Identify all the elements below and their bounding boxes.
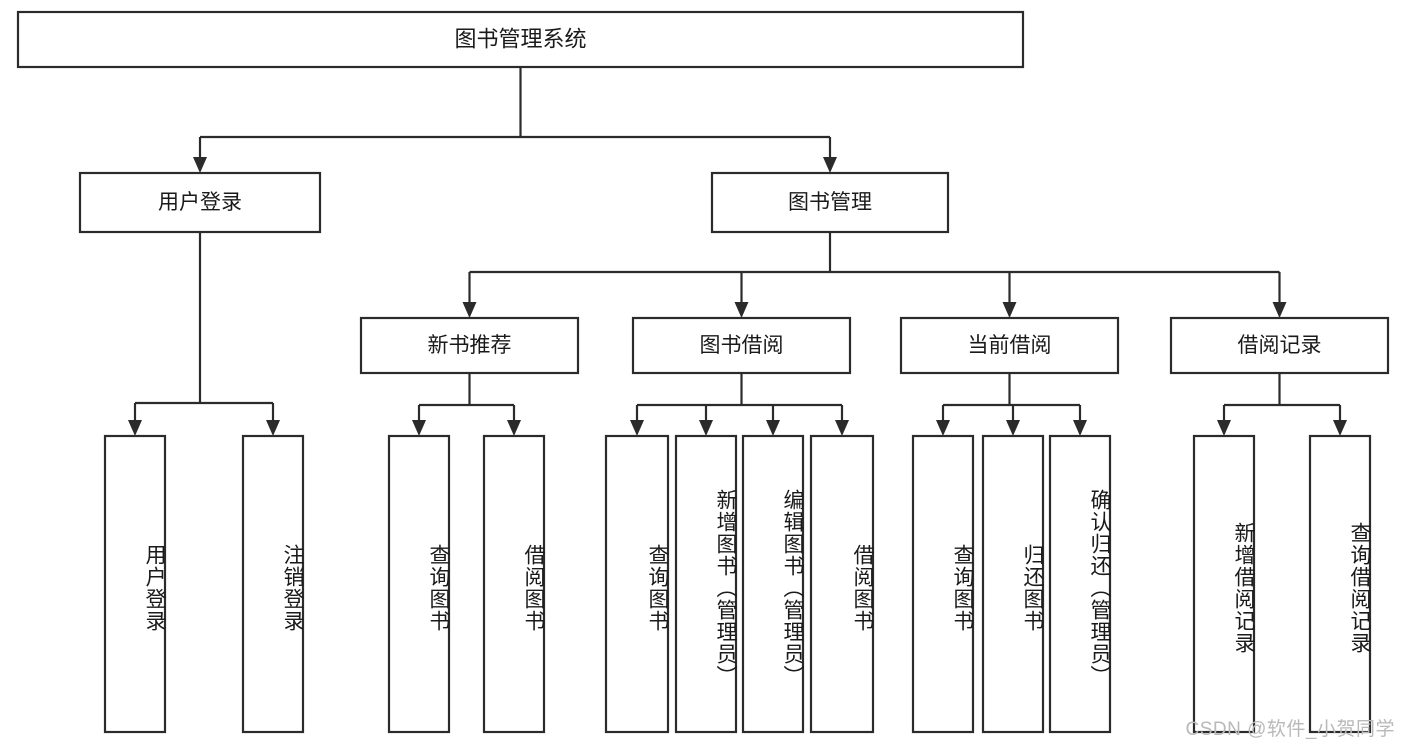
arrow-head-icon xyxy=(266,420,280,436)
arrow-head-icon xyxy=(766,420,780,436)
level2-box[interactable] xyxy=(1169,316,1390,375)
leaf-box[interactable] xyxy=(387,434,451,734)
leaf-box[interactable] xyxy=(1192,434,1256,734)
arrow-head-icon xyxy=(412,420,426,436)
arrow-head-icon xyxy=(1073,420,1087,436)
level2-label: 当前借阅 xyxy=(968,334,1052,357)
level2-box[interactable] xyxy=(899,316,1120,375)
leaf-box[interactable] xyxy=(674,434,738,734)
level1-label: 图书管理 xyxy=(788,191,872,214)
root-box[interactable] xyxy=(16,10,1025,69)
arrow-head-icon xyxy=(936,420,950,436)
level1-box[interactable] xyxy=(78,171,322,234)
arrow-head-icon xyxy=(734,302,749,318)
arrow-head-icon xyxy=(1006,420,1020,436)
level2-label: 图书借阅 xyxy=(700,334,784,357)
arrow-head-icon xyxy=(193,157,207,173)
leaf-box[interactable] xyxy=(604,434,670,734)
level2-label: 借阅记录 xyxy=(1238,334,1322,357)
arrow-head-icon xyxy=(835,420,849,436)
level1-box[interactable] xyxy=(710,171,950,234)
leaf-box[interactable] xyxy=(809,434,875,734)
arrow-head-icon xyxy=(1217,420,1231,436)
arrow-head-icon xyxy=(1002,302,1017,318)
leaf-box[interactable] xyxy=(482,434,546,734)
leaf-box[interactable] xyxy=(1308,434,1372,734)
level2-box[interactable] xyxy=(359,316,580,375)
leaf-box[interactable] xyxy=(241,434,305,734)
leaf-box[interactable] xyxy=(1048,434,1112,734)
root-label: 图书管理系统 xyxy=(454,26,586,51)
leaf-box[interactable] xyxy=(981,434,1045,734)
level1-label: 用户登录 xyxy=(158,191,242,214)
arrow-head-icon xyxy=(699,420,713,436)
arrow-head-icon xyxy=(1333,420,1347,436)
leaf-box[interactable] xyxy=(911,434,975,734)
arrow-head-icon xyxy=(507,420,521,436)
level2-label: 新书推荐 xyxy=(428,334,512,357)
arrow-head-icon xyxy=(128,420,142,436)
boxes-layer xyxy=(16,10,1390,734)
level2-box[interactable] xyxy=(631,316,852,375)
arrow-head-icon xyxy=(630,420,644,436)
leaf-box[interactable] xyxy=(741,434,805,734)
watermark-text: CSDN @软件_小贺同学 xyxy=(1185,719,1395,740)
arrow-head-icon xyxy=(462,302,477,318)
connectors-layer xyxy=(128,67,1347,436)
arrow-head-icon xyxy=(1272,302,1287,318)
arrow-head-icon xyxy=(823,157,837,173)
leaf-box[interactable] xyxy=(103,434,167,734)
